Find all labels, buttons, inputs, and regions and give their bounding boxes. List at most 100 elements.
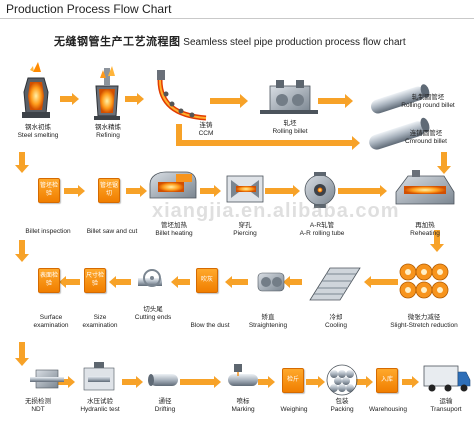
label-cn: 连铸	[199, 122, 213, 129]
label-en: A-R rolling tube	[299, 229, 345, 237]
label-reheating: 再加热 Reheating	[410, 222, 440, 237]
label-stretch-reduction: 微张力减径 Slight-Stretch reduction	[390, 314, 458, 329]
label-cn: 管坯加热	[160, 222, 187, 229]
label-en: Cooling	[324, 321, 348, 329]
label-cn: 通径	[158, 398, 172, 405]
arrow-inspection-saw	[64, 185, 85, 197]
label-piercing: 穿孔 Piercing	[233, 222, 256, 237]
heating-furnace-illustration	[149, 171, 197, 199]
round-billet-illustration	[371, 84, 430, 114]
packing-illustration	[326, 364, 358, 396]
cutting-ends-illustration	[138, 269, 162, 287]
arrow-piercing-ar	[265, 185, 300, 197]
label-en: Drifting	[154, 405, 176, 413]
label-size-exam: Size examination	[82, 314, 118, 329]
arrow-heating-piercing	[200, 185, 221, 197]
label-en: Straightening	[248, 321, 288, 329]
ar-rolling-illustration	[304, 172, 336, 208]
label-en: Billet heating	[155, 229, 193, 237]
label-weighing: Weighing	[280, 406, 308, 413]
label-en: Rolling billet	[272, 127, 308, 135]
straightening-illustration	[257, 272, 285, 292]
label-cn: 包装	[335, 398, 349, 405]
label-cn: 微张力减径	[407, 314, 441, 321]
label-en: Hydranlic test	[80, 405, 120, 413]
label-cn: A-R轧管	[309, 222, 335, 229]
label-surface-exam: Surface examination	[33, 314, 69, 329]
label-en: Marking	[231, 405, 255, 413]
arrow-reduction-cooling	[364, 276, 398, 288]
label-en: Transuport	[430, 405, 462, 413]
flow-arrows	[15, 93, 451, 388]
cooling-bed-illustration	[309, 267, 361, 301]
label-rolling-round-billet: 轧制圆管坯 Rolling round billet	[401, 94, 454, 109]
arrow-marking-weighing	[258, 376, 275, 388]
page-title: Production Process Flow Chart	[6, 2, 172, 16]
drifting-illustration	[148, 374, 178, 386]
arrow-size-surface	[59, 276, 80, 288]
arrow-reheating-down	[430, 230, 444, 252]
arrow-ccm-cmround	[176, 124, 360, 150]
arrow-ccm-rolling	[210, 94, 248, 108]
arrow-weighing-packing	[306, 376, 325, 388]
arrow-down-left-1	[15, 152, 29, 173]
label-cn: 矫直	[261, 314, 275, 321]
label-cutting-ends: 切头尾 Cutting ends	[135, 306, 172, 321]
label-ndt: 无损检测 NDT	[25, 398, 51, 413]
box-warehousing: 入库	[376, 368, 398, 393]
label-cn: 运输	[439, 398, 453, 405]
label-cn: 轧坯	[283, 120, 297, 127]
label-en: Slight-Stretch reduction	[390, 321, 458, 329]
label-rolling-billet: 轧坯 Rolling billet	[272, 120, 307, 135]
label-en: Cmround billet	[405, 137, 447, 145]
ccm-illustration	[157, 70, 207, 121]
label-cn: 钢水初炼	[24, 124, 51, 131]
ladle-illustration	[94, 66, 120, 120]
arrow-down-left-3	[15, 342, 29, 366]
label-ccm: 连铸 CCM	[199, 122, 214, 137]
label-en: Packing	[330, 405, 354, 413]
label-en: Piercing	[233, 229, 257, 237]
box-weighing: 检斤	[282, 368, 304, 393]
label-cn: 无损检测	[25, 398, 51, 405]
box-size-exam: 尺寸检验	[84, 268, 106, 293]
header-divider	[0, 18, 474, 19]
label-cn: 穿孔	[238, 222, 252, 229]
label-cn: 水压试验	[87, 398, 113, 405]
label-transport: 运输 Transuport	[430, 398, 461, 413]
stretch-reduction-illustration	[399, 263, 449, 299]
arrow-hydraulic-drifting	[122, 376, 143, 388]
hydraulic-test-illustration	[83, 362, 115, 391]
label-straightening: 矫直 Straightening	[249, 314, 287, 329]
label-billet-inspection: Billet inspection	[25, 228, 71, 235]
label-en: Reheating	[410, 229, 440, 237]
label-en: Refining	[96, 131, 120, 139]
label-drifting: 通径 Drifting	[155, 398, 176, 413]
box-billet-saw-cut: 管坯锯切	[98, 178, 120, 203]
marking-illustration	[228, 364, 258, 386]
watermark: xiangjia.en.alibaba.com	[152, 200, 400, 222]
arrow-warehouse-transport	[402, 376, 419, 388]
arrow-cooling-straight	[283, 276, 302, 288]
converter-illustration	[22, 62, 50, 118]
cmround-billet-illustration	[369, 117, 430, 150]
arrow-smelting-refining	[60, 93, 79, 105]
box-blow-dust: 吹灰	[196, 268, 218, 293]
arrow-blow-cut	[171, 276, 190, 288]
label-hydraulic-test: 水压试验 Hydranlic test	[80, 398, 119, 413]
label-refining: 钢水精炼 Refining	[95, 124, 121, 139]
label-billet-saw-cut: Billet saw and cut	[86, 228, 138, 235]
label-en: Rolling round billet	[401, 101, 455, 109]
arrow-rolling-roundbillet	[318, 94, 353, 108]
label-cn: 钢水精炼	[95, 124, 121, 131]
label-marking: 喷标 Marking	[231, 398, 254, 413]
label-billet-heating: 管坯加热 Billet heating	[155, 222, 192, 237]
label-steel-smelting: 钢水初炼 Steel smelting	[18, 124, 59, 139]
arrow-billets-down	[437, 152, 451, 174]
label-warehousing: Warehousing	[368, 406, 408, 413]
ndt-illustration	[30, 369, 64, 389]
label-en: Cutting ends	[134, 313, 172, 321]
label-en: Steel smelting	[17, 131, 59, 139]
arrow-drifting-marking	[180, 376, 221, 388]
label-en: CCM	[198, 129, 214, 137]
